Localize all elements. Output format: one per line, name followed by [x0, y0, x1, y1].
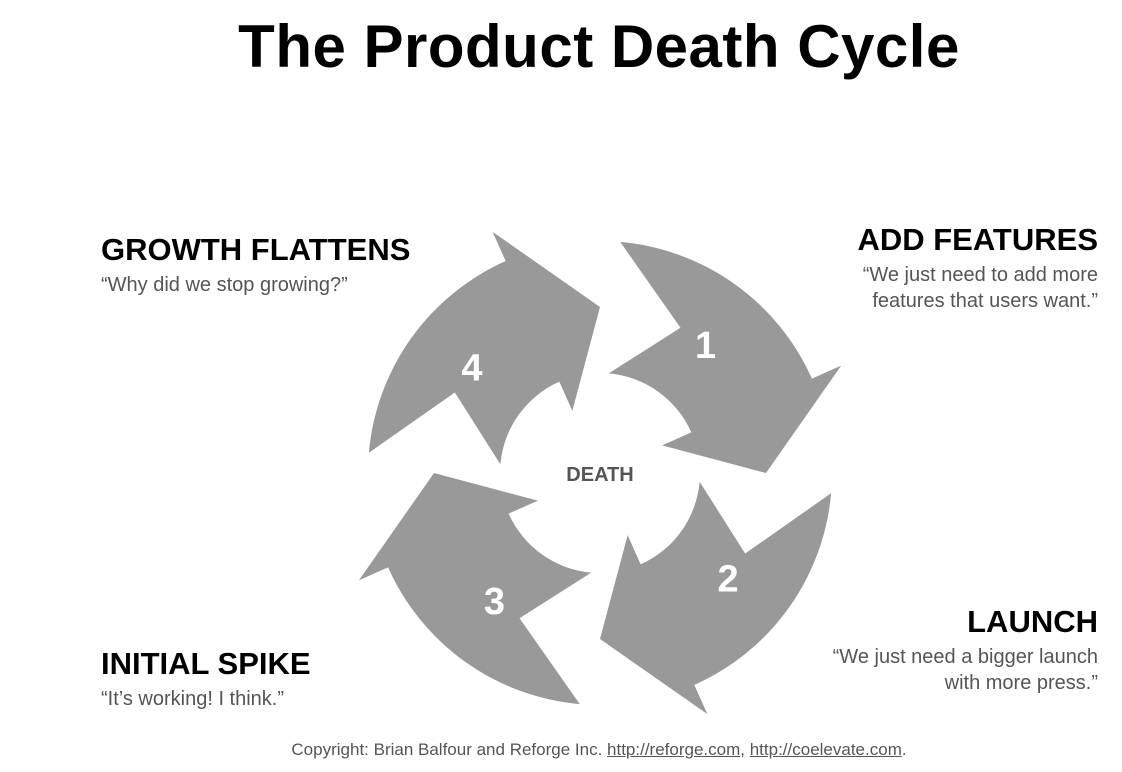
death-center-label: DEATH [566, 464, 633, 486]
coelevate-link[interactable]: http://coelevate.com [749, 740, 902, 759]
stage-title: INITIAL SPIKE [101, 646, 311, 681]
page-title: The Product Death Cycle [238, 13, 960, 80]
quote-line: “We just need a bigger launch [832, 646, 1098, 668]
cycle-numbers: 1 2 3 4 [461, 325, 738, 623]
stage-launch: LAUNCH “We just need a bigger launch wit… [833, 604, 1098, 696]
stage-title: GROWTH FLATTENS [101, 232, 411, 267]
copyright-suffix: . [901, 740, 907, 759]
quote-line: “We just need to add more [862, 264, 1098, 286]
quote-line: features that users want.” [872, 290, 1098, 312]
cycle-number-1: 1 [695, 325, 716, 367]
cycle-arrow-3 [358, 473, 592, 705]
reforge-link[interactable]: http://reforge.com [607, 740, 741, 759]
quote-line: with more press.” [944, 672, 1098, 694]
stage-quote: “We just need a bigger launch with more … [833, 644, 1098, 696]
copyright-text: Copyright: Brian Balfour and Reforge Inc… [291, 740, 608, 759]
cycle-number-3: 3 [484, 581, 505, 623]
stage-quote: “It’s working! I think.” [101, 686, 311, 712]
stage-quote: “We just need to add more features that … [857, 262, 1098, 314]
quote-line: “It’s working! I think.” [101, 688, 285, 710]
stage-initial-spike: INITIAL SPIKE “It’s working! I think.” [101, 646, 311, 712]
stage-quote: “Why did we stop growing?” [101, 272, 410, 298]
quote-line: “Why did we stop growing?” [101, 274, 348, 296]
stage-title: LAUNCH [967, 604, 1098, 639]
cycle-number-2: 2 [718, 559, 739, 601]
stage-growth-flattens: GROWTH FLATTENS “Why did we stop growing… [101, 232, 410, 298]
cycle-number-4: 4 [461, 347, 482, 389]
link-separator: , [740, 740, 750, 759]
cycle-arrow-1 [608, 241, 842, 473]
stage-title: ADD FEATURES [857, 222, 1098, 257]
cycle-arrows [358, 231, 842, 715]
cycle-arrow-4 [368, 231, 600, 465]
stage-add-features: ADD FEATURES “We just need to add more f… [857, 222, 1098, 314]
cycle-arrow-2 [600, 481, 832, 715]
copyright-footer: Copyright: Brian Balfour and Reforge Inc… [0, 740, 1122, 760]
